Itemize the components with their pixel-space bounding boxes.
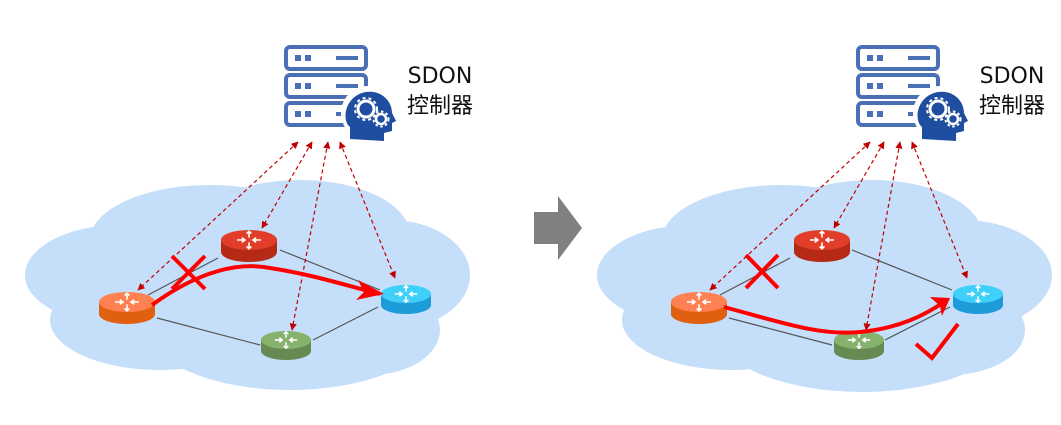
controller-label-line2: 控制器 [406,94,473,119]
router-green [834,331,884,360]
controller-label-line1: SDON [979,64,1045,89]
failure-cross-icon [170,254,207,291]
router-orange [671,292,727,324]
controller-server-icon [856,45,970,143]
router-red [221,230,277,262]
controller-label-line1: SDON [407,64,473,89]
data-path-after [723,300,946,335]
control-channels [709,141,968,331]
router-red [794,230,850,262]
router-orange [99,292,155,324]
controller-label-before: SDON 控制器 [395,62,485,122]
failure-cross-icon [744,253,780,290]
controller-label-after: SDON 控制器 [967,62,1057,122]
panel-before [25,45,470,390]
panel-after [597,45,1052,392]
path-arrowhead [356,280,384,300]
controller-label-line2: 控制器 [978,94,1045,119]
router-blue [953,285,1003,314]
controller-server-icon [284,45,398,143]
router-green [261,331,311,360]
transition-arrow-icon [534,196,582,260]
control-channels [137,141,396,331]
success-check-icon [914,322,960,361]
cloud [25,180,470,390]
path-arrowhead [930,297,950,316]
router-blue [381,285,431,314]
data-path-before [150,264,381,307]
